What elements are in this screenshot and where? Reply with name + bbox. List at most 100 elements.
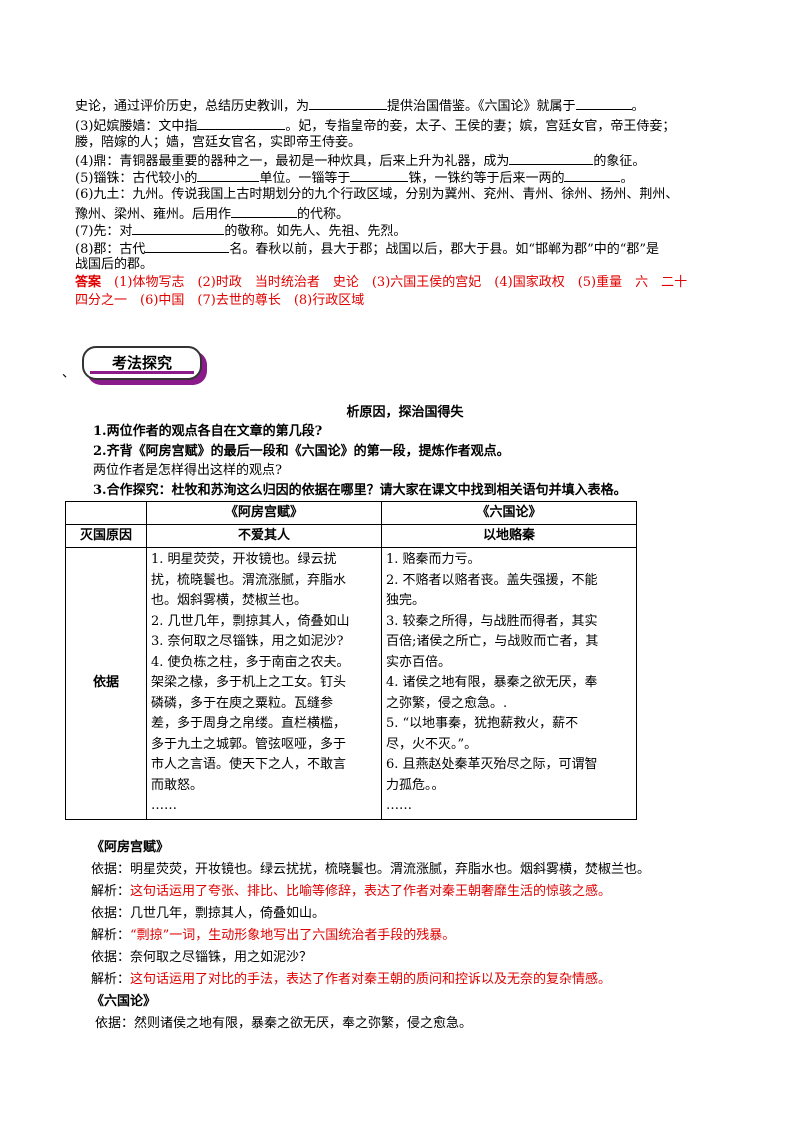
analysis-title-2: 《六国论》 <box>91 994 157 1009</box>
question-2: 2.齐背《阿房宫赋》的最后一段和《六国论》的第一段，提炼作者观点。 <box>93 444 510 459</box>
item-label: 解析： <box>91 972 131 987</box>
section-badge: 、 考法探究 <box>62 344 222 384</box>
analysis-item-6: 解析：这句话运用了对比的手法，表达了作者对秦王朝的质问和控诉以及无奈的复杂情感。 <box>91 972 751 988</box>
analysis-item-3: 依据：几世几年，剽掠其人，倚叠如山。 <box>91 906 751 922</box>
comparison-table: 《阿房宫赋》 《六国论》 灭国原因 不爱其人 以地赂秦 依据 1. 明星荧荧，开… <box>65 501 637 820</box>
evidence-line: 1. 赂秦而力亏。 <box>386 552 481 567</box>
evidence-line: 2. 不赂者以赂者丧。盖失强援，不能 <box>386 572 598 588</box>
note-line-4: (4)鼎：青铜器最重要的器种之一，最初是一种炊具，后来上升为礼器，成为 的象征。 <box>75 152 735 170</box>
evidence-line: 实亦百倍。 <box>386 654 452 670</box>
reason-col2: 以地赂秦 <box>381 524 637 548</box>
item-text: 然则诸侯之地有限，暴秦之欲无厌，奉之弥繁，侵之愈急。 <box>134 1016 473 1031</box>
table-col2-title: 《六国论》 <box>381 501 637 525</box>
answer-line-2: 四分之一 (6)中国 (7)去世的尊长 (8)行政区域 <box>75 293 365 308</box>
note-text: (5)锱铢：古代较小的 <box>75 171 198 186</box>
evidence-line: 架梁之椽，多于机上之工女。钉头 <box>151 675 347 690</box>
evidence-line: 6. 且燕赵处秦革灭殆尽之际，可谓智 <box>386 757 598 772</box>
question-2-followup: 两位作者是怎样得出这样的观点? <box>93 463 282 478</box>
note-text: (7)先：对 <box>75 224 133 239</box>
fill-blank <box>231 205 298 218</box>
answer-text: (1)体物写志 (2)时政 当时统治者 史论 (3)六国王侯的宫妃 (4)国家政… <box>114 275 688 290</box>
evidence-col1: 1. 明星荧荧，开妆镜也。绿云扰 扰，梳晓鬟也。渭流涨腻，弃脂水 也。烟斜雾横，… <box>146 547 382 820</box>
evidence-line: 磷磷，多于在庾之粟粒。瓦缝参 <box>151 695 334 711</box>
note-text: 名。春秋以前，县大于郡；战国以后，郡大于县。如“邯郸为郡”中的“郡”是 <box>229 242 660 257</box>
row-label-evidence: 依据 <box>65 547 147 820</box>
item-text: “剽掠”一词，生动形象地写出了六国统治者手段的残暴。 <box>130 928 456 943</box>
row-label-reason: 灭国原因 <box>65 524 147 548</box>
table-header-row: 《阿房宫赋》 《六国论》 <box>65 501 637 525</box>
fill-blank <box>575 97 632 110</box>
evidence-line: 尽，火不灭。”。 <box>386 736 478 752</box>
table-col1-title: 《阿房宫赋》 <box>146 501 382 525</box>
evidence-col2: 1. 赂秦而力亏。 2. 不赂者以赂者丧。盖失强援，不能 独完。 3. 较秦之所… <box>381 547 637 820</box>
note-text: (3)妃嫔媵嫱：文中指 <box>75 119 198 134</box>
evidence-line: 扰，梳晓鬟也。渭流涨腻，弃脂水 <box>151 572 347 588</box>
note-line-2: (3)妃嫔媵嫱：文中指 。妃，专指皇帝的妾，太子、王侯的妻；嫔，宫廷女官，帝王侍妾… <box>75 117 735 135</box>
note-line-5: (5)锱铢：古代较小的 单位。一锱等于 铢，一铢约等于后来一两的 。 <box>75 169 735 187</box>
analysis-item-2: 解析：这句话运用了夸张、排比、比喻等修辞，表达了作者对秦王朝奢靡生活的惊骇之感。 <box>91 884 751 900</box>
item-text: 明星荧荧，开妆镜也。绿云扰扰，梳晓鬟也。渭流涨腻，弃脂水也。烟斜雾横，焚椒兰也。 <box>130 862 651 877</box>
answer-line-1: 答案 (1)体物写志 (2)时政 当时统治者 史论 (3)六国王侯的宫妃 (4)… <box>75 275 735 291</box>
analysis-item-1: 依据：明星荧荧，开妆镜也。绿云扰扰，梳晓鬟也。渭流涨腻，弃脂水也。烟斜雾横，焚椒… <box>91 862 751 878</box>
item-text: 奈何取之尽锱铢，用之如泥沙？ <box>130 950 313 965</box>
note-line-3: 媵，陪嫁的人；嫱，宫廷女官名，实即帝王侍妾。 <box>75 135 362 150</box>
analysis-item-7: 依据：然则诸侯之地有限，暴秦之欲无厌，奉之弥繁，侵之愈急。 <box>95 1016 755 1032</box>
evidence-line: 2. 几世几年，剽掠其人，倚叠如山 <box>151 613 350 629</box>
badge-underline <box>90 371 194 374</box>
evidence-line: 4. 诸侯之地有限，暴秦之欲无厌，奉 <box>386 675 598 690</box>
analysis-item-4: 解析：“剽掠”一词，生动形象地写出了六国统治者手段的残暴。 <box>91 928 751 944</box>
reason-col1: 不爱其人 <box>146 524 382 548</box>
evidence-line: 独完。 <box>386 593 426 608</box>
note-text: (4)鼎：青铜器最重要的器种之一，最初是一种炊具，后来上升为礼器，成为 <box>75 154 510 169</box>
note-text: 。妃，专指皇帝的妾，太子、王侯的妻；嫔，宫廷女官，帝王侍妾； <box>285 119 676 134</box>
evidence-line: 4. 使负栋之柱，多于南亩之农夫。 <box>151 654 350 670</box>
item-label: 依据： <box>91 862 131 877</box>
analysis-title-1: 《阿房宫赋》 <box>91 840 170 855</box>
table-corner-cell <box>65 501 147 525</box>
item-label: 解析： <box>91 928 131 943</box>
item-label: 解析： <box>91 884 131 899</box>
item-label: 依据： <box>91 906 131 921</box>
note-text: 的代称。 <box>297 207 350 222</box>
evidence-line: 力孤危。。 <box>386 777 445 793</box>
fill-blank <box>145 240 230 253</box>
item-label: 依据： <box>95 1016 135 1031</box>
note-line-6: (6)九土：九州。传说我国上古时期划分的九个行政区域，分别为冀州、兖州、青州、徐… <box>75 187 679 202</box>
note-text: 豫州、梁州、雍州。后用作 <box>75 207 232 222</box>
evidence-line: 市人之言语。使天下之人，不敢言 <box>151 757 347 772</box>
question-1: 1.两位作者的观点各自在文章的第几段? <box>93 424 323 439</box>
evidence-line: 3. 较秦之所得，与战胜而得者，其实 <box>386 613 598 629</box>
fill-blank <box>350 169 409 182</box>
note-text: 。 <box>620 171 634 186</box>
answer-label: 答案 <box>75 275 102 290</box>
section-dot: 、 <box>62 366 76 381</box>
note-text: 单位。一锱等于 <box>259 171 351 186</box>
note-text: 铢，一铢约等于后来一两的 <box>408 171 565 186</box>
fill-blank <box>509 152 594 165</box>
analysis-item-5: 依据：奈何取之尽锱铢，用之如泥沙？ <box>91 950 751 966</box>
note-text: 的象征。 <box>593 154 646 169</box>
table-row-evidence: 依据 1. 明星荧荧，开妆镜也。绿云扰 扰，梳晓鬟也。渭流涨腻，弃脂水 也。烟斜… <box>65 547 637 820</box>
section-badge-label: 考法探究 <box>82 346 202 380</box>
evidence-line: 也。烟斜雾横，焚椒兰也。 <box>151 593 308 608</box>
evidence-line: 5. “以地事秦，犹抱薪救火，薪不 <box>386 716 579 731</box>
section-heading: 析原因，探治国得失 <box>346 405 464 420</box>
item-label: 依据： <box>91 950 131 965</box>
evidence-line: 而敢怒。 <box>151 777 204 793</box>
question-3: 3.合作探究：杜牧和苏洵这么归因的依据在哪里？请大家在课文中找到相关语句并填入表… <box>93 483 627 498</box>
evidence-line: 差，多于周身之帛缕。直栏横槛， <box>151 716 347 731</box>
fill-blank <box>309 97 388 110</box>
evidence-line: …… <box>151 798 177 813</box>
note-line-8: (7)先：对 的敬称。如先人、先祖、先烈。 <box>75 222 735 240</box>
fill-blank <box>197 169 260 182</box>
evidence-line: 百倍;诸侯之所亡，与战败而亡者，其 <box>386 634 599 649</box>
item-text: 这句话运用了夸张、排比、比喻等修辞，表达了作者对秦王朝奢靡生活的惊骇之感。 <box>130 884 612 899</box>
note-text: 的敬称。如先人、先祖、先烈。 <box>224 224 407 239</box>
note-line-10: 战国后的郡。 <box>75 257 154 272</box>
note-line-1: 史论，通过评价历史，总结历史教训，为提供治国借鉴。《六国论》就属于。 <box>75 97 735 115</box>
note-text: 。 <box>631 99 645 114</box>
note-line-9: (8)郡：古代名。春秋以前，县大于郡；战国以后，郡大于县。如“邯郸为郡”中的“郡… <box>75 240 735 258</box>
item-text: 几世几年，剽掠其人，倚叠如山。 <box>130 906 326 921</box>
note-text: 史论，通过评价历史，总结历史教训，为 <box>75 99 310 114</box>
